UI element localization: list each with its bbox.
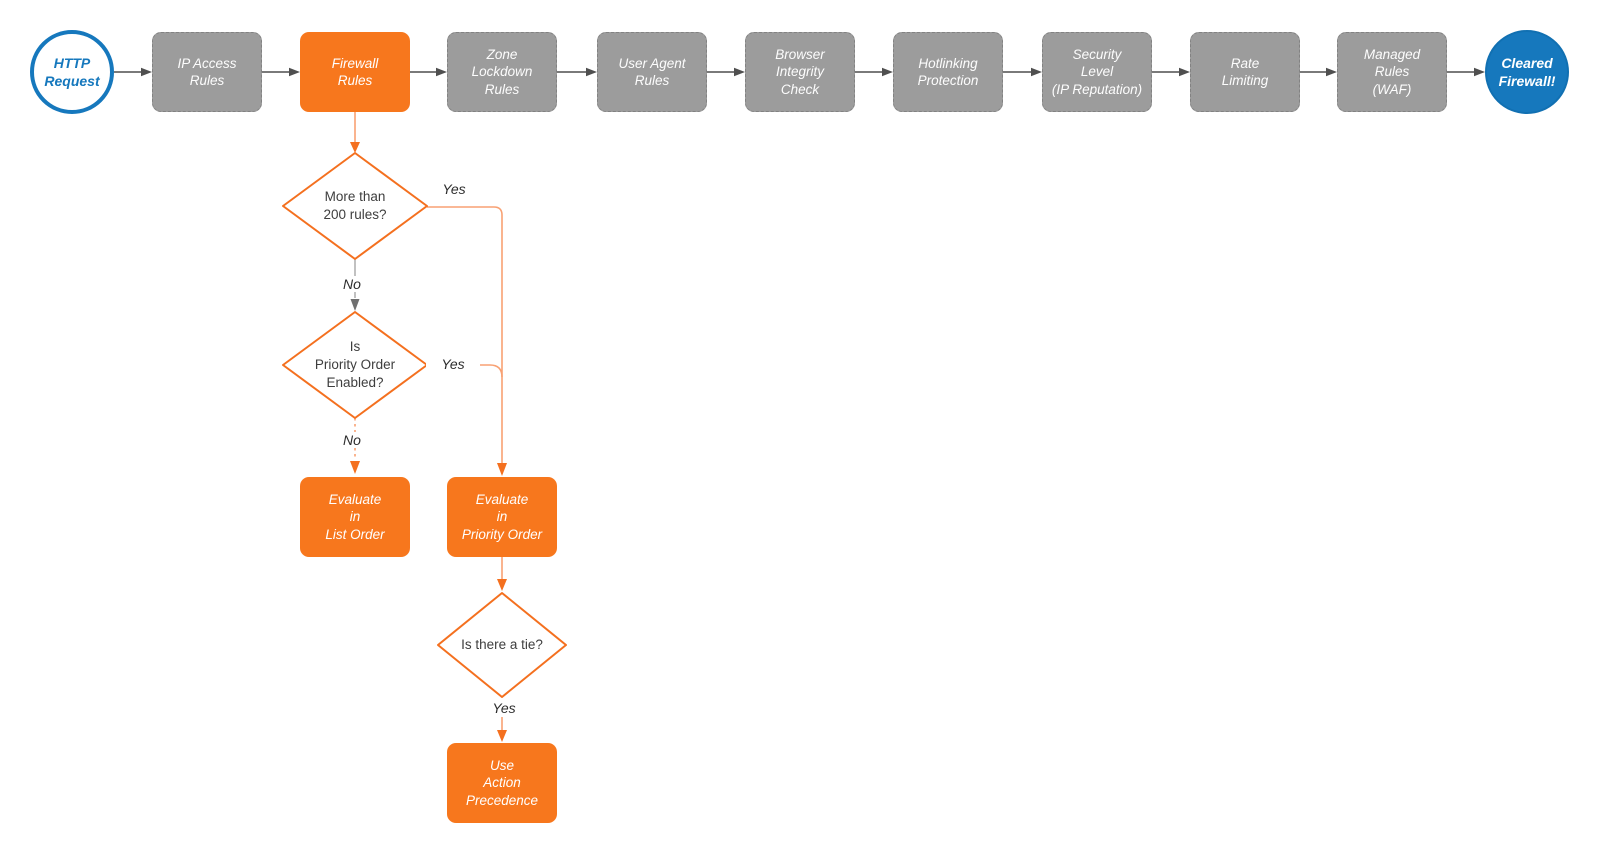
edge-label-no-priority-order: No xyxy=(325,432,379,448)
node-http-request-label: HTTP Request xyxy=(44,55,100,89)
node-cleared-firewall-label: Cleared Firewall! xyxy=(1498,55,1556,89)
node-firewall-rules-label: Firewall Rules xyxy=(331,55,379,89)
node-rate-limiting: Rate Limiting xyxy=(1190,32,1300,112)
node-ip-access-rules: IP Access Rules xyxy=(152,32,262,112)
connector-top-row xyxy=(114,67,1485,77)
node-firewall-rules: Firewall Rules xyxy=(300,32,410,112)
node-rate-limiting-label: Rate Limiting xyxy=(1221,55,1269,89)
decision-is-there-a-tie-shape xyxy=(437,592,567,698)
node-managed-rules-waf-label: Managed Rules (WAF) xyxy=(1363,46,1421,97)
connector-decision2-yes xyxy=(427,364,503,378)
connector-firewall-branch xyxy=(354,112,503,730)
decision-priority-order-enabled: Is Priority Order Enabled? xyxy=(314,339,396,390)
node-zone-lockdown-rules: Zone Lockdown Rules xyxy=(447,32,557,112)
node-http-request: HTTP Request xyxy=(30,30,114,114)
decision-more-than-200-rules-shape xyxy=(282,152,428,260)
node-ip-access-rules-label: IP Access Rules xyxy=(177,55,237,89)
edge-label-yes-200-rules: Yes xyxy=(427,181,481,197)
node-browser-integrity-check-label: Browser Integrity Check xyxy=(775,46,825,97)
node-use-action-precedence: Use Action Precedence xyxy=(447,743,557,823)
node-hotlinking-protection-label: Hotlinking Protection xyxy=(917,55,979,89)
node-browser-integrity-check: Browser Integrity Check xyxy=(745,32,855,112)
node-security-level-label: Security Level (IP Reputation) xyxy=(1051,46,1143,97)
node-cleared-firewall: Cleared Firewall! xyxy=(1485,30,1569,114)
node-use-action-precedence-label: Use Action Precedence xyxy=(465,757,539,808)
node-zone-lockdown-rules-label: Zone Lockdown Rules xyxy=(471,46,533,97)
node-security-level: Security Level (IP Reputation) xyxy=(1042,32,1152,112)
node-managed-rules-waf: Managed Rules (WAF) xyxy=(1337,32,1447,112)
connector-decision1-yes xyxy=(427,206,503,463)
node-evaluate-in-priority-order: Evaluate in Priority Order xyxy=(447,477,557,557)
node-evaluate-in-list-order-label: Evaluate in List Order xyxy=(325,491,385,542)
node-evaluate-in-priority-order-label: Evaluate in Priority Order xyxy=(461,491,543,542)
decision-more-than-200-rules: More than 200 rules? xyxy=(323,189,387,222)
decision-diamonds xyxy=(282,152,567,698)
node-evaluate-in-list-order: Evaluate in List Order xyxy=(300,477,410,557)
edge-label-no-200-rules: No xyxy=(325,276,379,292)
orange-arrowheads xyxy=(350,142,507,742)
node-hotlinking-protection: Hotlinking Protection xyxy=(893,32,1003,112)
edge-label-yes-priority-order: Yes xyxy=(426,356,480,372)
edge-label-yes-tie: Yes xyxy=(477,700,531,716)
node-user-agent-rules: User Agent Rules xyxy=(597,32,707,112)
node-user-agent-rules-label: User Agent Rules xyxy=(618,55,686,89)
decision-is-there-a-tie: Is there a tie? xyxy=(461,637,543,652)
